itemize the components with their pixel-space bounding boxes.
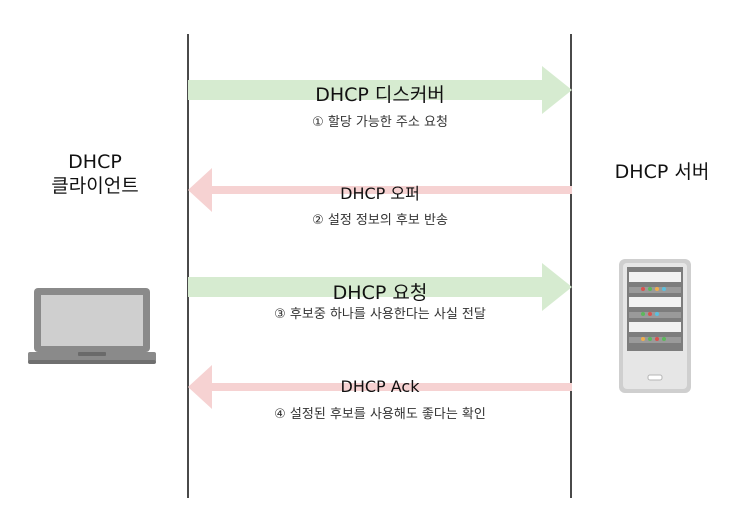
server-lifeline <box>570 34 572 498</box>
offer-arrow <box>188 168 572 212</box>
discover-label: DHCP 디스커버 <box>315 84 445 106</box>
ack-arrow <box>188 365 572 409</box>
ack-label: DHCP Ack <box>340 377 420 396</box>
server-rack-icon <box>619 259 691 397</box>
ack-description: ④ 설정된 후보를 사용해도 좋다는 확인 <box>274 407 486 422</box>
client-title-line1: DHCP <box>68 151 122 173</box>
request-description: ③ 후보중 하나를 사용한다는 사실 전달 <box>274 307 486 322</box>
offer-label: DHCP 오퍼 <box>340 184 420 203</box>
laptop-icon <box>28 288 156 368</box>
client-title-line2: 클라이언트 <box>51 175 139 197</box>
request-arrow <box>188 263 572 311</box>
request-label: DHCP 요청 <box>332 282 428 304</box>
server-title: DHCP 서버 <box>614 161 710 183</box>
client-lifeline <box>187 34 189 498</box>
client-title: DHCP 클라이언트 <box>40 150 150 198</box>
discover-description: ① 할당 가능한 주소 요청 <box>312 115 448 130</box>
discover-arrow <box>188 66 572 114</box>
offer-description: ② 설정 정보의 후보 반송 <box>312 213 448 228</box>
